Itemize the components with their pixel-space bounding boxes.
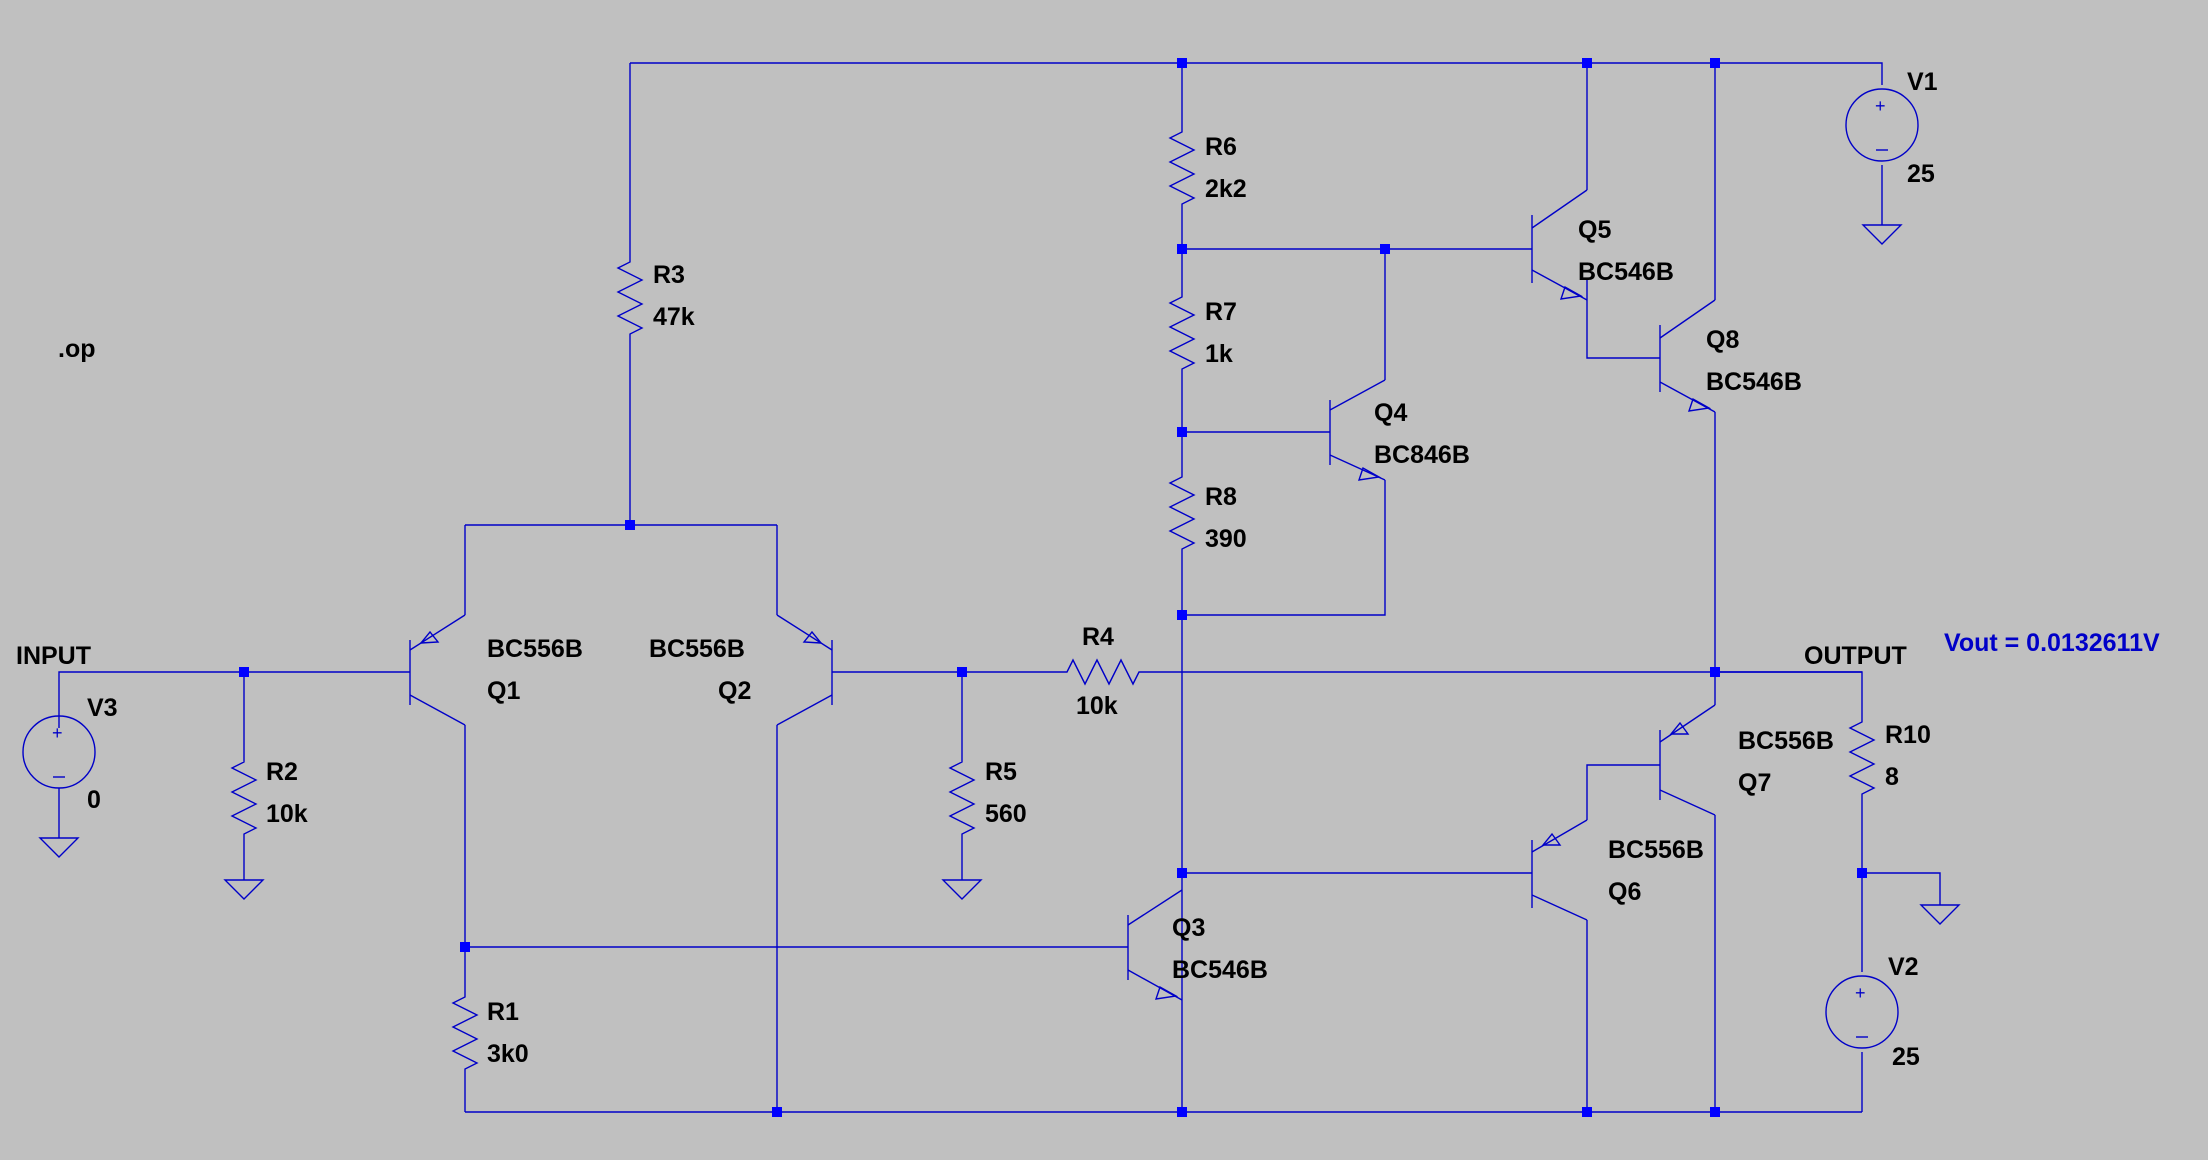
ground-icon [941, 879, 983, 900]
voltage-source-v1[interactable]: + V1 25 [1845, 68, 1938, 188]
transistor-q3[interactable]: Q3 BC546B [1127, 889, 1268, 1001]
r10-value: 8 [1885, 763, 1899, 791]
q5-name: Q5 [1578, 216, 1611, 244]
transistor-q4[interactable]: Q4 BC846B [1329, 379, 1470, 481]
net-label-output: OUTPUT [1804, 642, 1907, 670]
v3-value: 0 [87, 786, 101, 814]
r1-name: R1 [487, 998, 519, 1026]
q1-model: BC556B [487, 635, 583, 663]
r2-value: 10k [266, 800, 308, 828]
q6-model: BC556B [1608, 836, 1704, 864]
r7-value: 1k [1205, 340, 1233, 368]
resistor-r4[interactable]: R4 10k [1060, 623, 1140, 720]
v1-plus-icon: + [1875, 96, 1886, 116]
resistor-r7[interactable]: R7 1k [1168, 290, 1237, 370]
r2-name: R2 [266, 758, 298, 786]
q7-model: BC556B [1738, 727, 1834, 755]
r4-name: R4 [1082, 623, 1114, 651]
r8-value: 390 [1205, 525, 1247, 553]
q4-name: Q4 [1374, 399, 1407, 427]
transistor-q5[interactable]: Q5 BC546B [1531, 189, 1674, 301]
r5-name: R5 [985, 758, 1017, 786]
resistor-r3[interactable]: R3 47k [616, 255, 695, 335]
r6-name: R6 [1205, 133, 1237, 161]
q8-name: Q8 [1706, 326, 1739, 354]
r10-name: R10 [1885, 721, 1931, 749]
resistor-r1[interactable]: R1 3k0 [451, 990, 529, 1070]
resistor-r2[interactable]: R2 10k [230, 755, 308, 835]
resistor-r5[interactable]: R5 560 [948, 755, 1027, 835]
q1-name: Q1 [487, 677, 520, 705]
v3-name: V3 [87, 694, 118, 722]
r5-value: 560 [985, 800, 1027, 828]
ground-icon [1861, 224, 1903, 245]
v1-value: 25 [1907, 160, 1935, 188]
q7-name: Q7 [1738, 769, 1771, 797]
transistor-q8[interactable]: Q8 BC546B [1659, 299, 1802, 413]
transistor-q6[interactable]: BC556B Q6 [1531, 819, 1704, 921]
q8-model: BC546B [1706, 368, 1802, 396]
q2-model: BC556B [649, 635, 745, 663]
transistor-q7[interactable]: BC556B Q7 [1659, 704, 1834, 816]
q5-model: BC546B [1578, 258, 1674, 286]
q2-name: Q2 [718, 677, 751, 705]
v3-plus-icon: + [52, 723, 63, 743]
resistor-r6[interactable]: R6 2k2 [1168, 125, 1247, 205]
transistor-q1[interactable]: BC556B Q1 [409, 614, 583, 726]
r4-value: 10k [1076, 692, 1118, 720]
ground-icon [223, 879, 265, 900]
resistor-r10[interactable]: R10 8 [1848, 715, 1931, 795]
simulation-result: Vout = 0.0132611V [1944, 629, 2160, 657]
r3-value: 47k [653, 303, 695, 331]
wires [58, 62, 1941, 1113]
voltage-source-v3[interactable]: + V3 0 [22, 694, 118, 814]
v2-plus-icon: + [1855, 983, 1866, 1003]
ground-icon [38, 837, 80, 858]
q6-name: Q6 [1608, 878, 1641, 906]
q3-name: Q3 [1172, 914, 1205, 942]
r8-name: R8 [1205, 483, 1237, 511]
r7-name: R7 [1205, 298, 1237, 326]
resistor-r8[interactable]: R8 390 [1168, 470, 1247, 553]
junctions [239, 58, 1867, 1117]
r6-value: 2k2 [1205, 175, 1247, 203]
q4-model: BC846B [1374, 441, 1470, 469]
v2-value: 25 [1892, 1043, 1920, 1071]
ground-icon [1919, 904, 1961, 925]
spice-directive[interactable]: .op [58, 335, 96, 363]
v1-name: V1 [1907, 68, 1938, 96]
q3-model: BC546B [1172, 956, 1268, 984]
net-label-input: INPUT [16, 642, 91, 670]
transistor-q2[interactable]: BC556B Q2 [649, 614, 833, 726]
r1-value: 3k0 [487, 1040, 529, 1068]
voltage-source-v2[interactable]: + V2 25 [1825, 953, 1920, 1071]
v2-name: V2 [1888, 953, 1919, 981]
r3-name: R3 [653, 261, 685, 289]
